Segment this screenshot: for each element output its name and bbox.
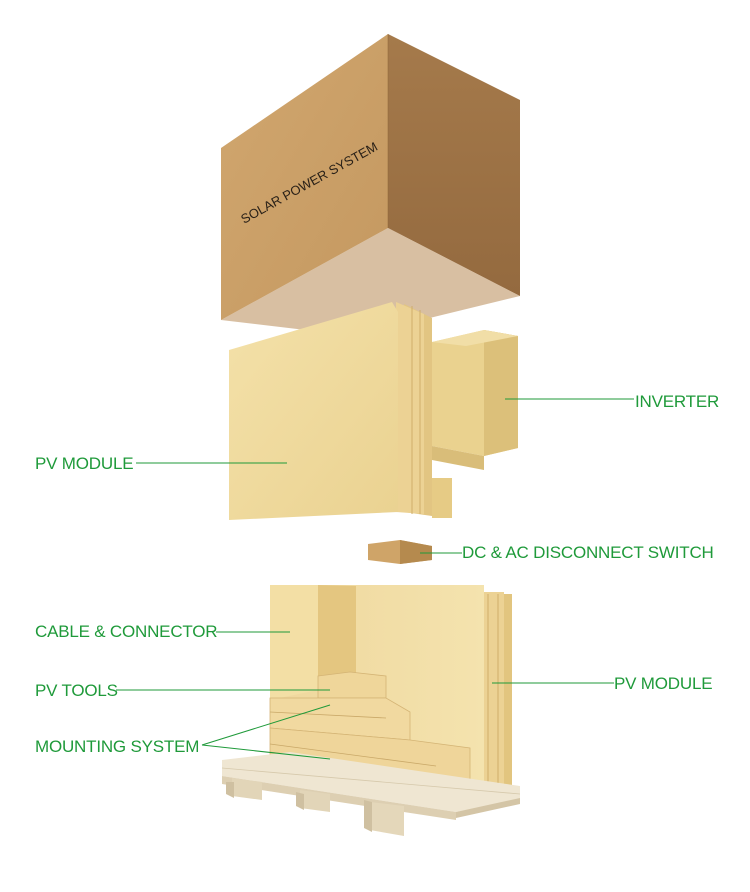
label-pv-module-bottom: PV MODULE — [614, 674, 713, 693]
leader-mounting-upper — [201, 704, 331, 746]
label-pv-tools: PV TOOLS — [35, 681, 118, 700]
leader-lines — [116, 398, 634, 760]
pv-module-front — [229, 302, 398, 520]
cable-connector-box — [270, 585, 318, 700]
box-side-face — [388, 34, 520, 296]
box-bottom-rim — [221, 228, 520, 336]
box-front-face — [221, 34, 388, 320]
label-dc-ac-switch: DC & AC DISCONNECT SWITCH — [462, 543, 714, 562]
lower-kit-stack — [269, 585, 512, 802]
wooden-pallet — [221, 752, 521, 836]
label-mounting-system: MOUNTING SYSTEM — [35, 737, 200, 756]
label-cable-connector: CABLE & CONNECTOR — [35, 622, 218, 641]
leader-mounting-lower — [201, 744, 331, 760]
shipping-box: SOLAR POWER SYSTEM — [221, 34, 520, 336]
label-pv-module-top: PV MODULE — [35, 454, 134, 473]
label-inverter: INVERTER — [635, 392, 720, 411]
dc-ac-switch-box — [368, 540, 432, 564]
pv-module-stack-top — [229, 302, 452, 520]
mounting-rails-upper — [269, 697, 411, 741]
pv-tools-block — [317, 671, 387, 699]
inverter-box — [432, 330, 518, 470]
